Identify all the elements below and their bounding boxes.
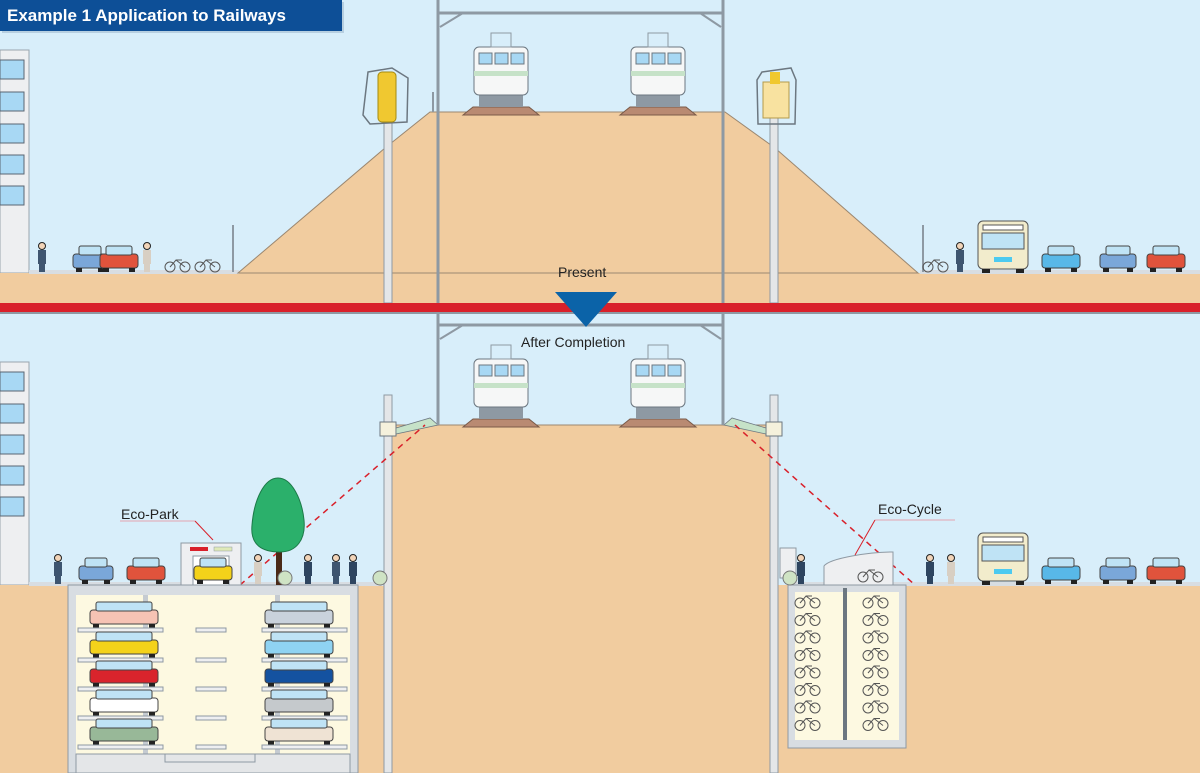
label-present: Present [558,264,607,280]
car-blue-present [72,245,108,272]
car-yellow-entering [193,557,233,584]
tree [251,477,305,585]
person-1-present [38,242,46,272]
parking-shelf [261,627,348,633]
stored-bicycle-right-6 [862,682,889,696]
stored-bicycle-left-6 [794,682,821,696]
eco-park-pointer [194,520,214,541]
retaining-wall-left [383,394,393,773]
eco-cycle-entrance [823,551,894,586]
stored-bicycle-left-7 [794,700,821,714]
car-blue-2-after [1099,557,1137,584]
car-red-2-after [1146,557,1186,584]
person-6-after [797,554,805,584]
eco-cycle-pointer [854,519,876,556]
bicycle-1-present [164,259,191,273]
parked-car-left-3 [89,660,159,687]
stored-bicycle-left-5 [794,665,821,679]
lift-marker [195,657,227,663]
label-eco-cycle: Eco-Cycle [878,501,942,517]
train-left-present [461,32,541,116]
stored-bicycle-right-1 [862,595,889,609]
car-blue-2-present [1099,245,1137,272]
catenary-present [436,0,725,303]
person-8-after [947,554,955,584]
car-red-2-present [1146,245,1186,272]
lift-marker [195,627,227,633]
parked-car-right-2 [264,631,334,658]
bus-present [977,220,1029,273]
parked-car-right-1 [264,601,334,628]
bicycle-2-present [194,259,221,273]
bicycle-entrance [857,569,884,583]
construction-machine-right [756,67,797,304]
stored-bicycle-right-8 [862,717,889,731]
person-7-after [926,554,934,584]
car-light-blue-after [1041,557,1081,584]
stored-bicycle-right-7 [862,700,889,714]
stored-bicycle-left-8 [794,717,821,731]
train-right-after [618,344,698,428]
catenary-after [436,314,725,425]
parked-car-left-2 [89,631,159,658]
parked-car-right-4 [264,689,334,716]
stored-bicycle-left-4 [794,647,821,661]
page-title: Example 1 Application to Railways [0,0,342,31]
stored-bicycle-right-4 [862,647,889,661]
car-blue-after [78,557,114,584]
bicycle-3-present [922,259,949,273]
parked-car-right-3 [264,660,334,687]
planter-3 [782,570,798,586]
person-2-present [143,242,151,272]
original-slope-left [239,424,426,586]
person-3-present [956,242,964,272]
building-left-after [0,361,30,586]
label-after-completion: After Completion [521,334,626,350]
person-4-after [332,554,340,584]
person-1-after [54,554,62,584]
retaining-wall-right [769,394,779,773]
stored-bicycle-right-3 [862,630,889,644]
bus-after [977,532,1029,585]
parked-car-left-4 [89,689,159,716]
train-right-present [618,32,698,116]
stored-bicycle-left-2 [794,612,821,626]
stored-bicycle-left-3 [794,630,821,644]
car-red-after [126,557,166,584]
person-5-after [349,554,357,584]
planter-1 [277,570,293,586]
transition-arrow [555,292,617,327]
parking-shelf [77,627,164,633]
train-left-after [461,344,541,428]
stored-bicycle-right-5 [862,665,889,679]
label-eco-park: Eco-Park [121,506,179,522]
parked-car-right-5 [264,718,334,745]
parked-car-left-5 [89,718,159,745]
person-3-after [304,554,312,584]
construction-machine-left [362,67,409,304]
lift-marker [195,744,227,750]
parked-car-left-1 [89,601,159,628]
lift-marker [195,686,227,692]
planter-2 [372,570,388,586]
car-light-blue-present [1041,245,1081,272]
raised-track-bed [384,425,776,773]
parking-shelf [77,744,164,750]
parking-shelf [261,744,348,750]
stored-bicycle-left-1 [794,595,821,609]
stored-bicycle-right-2 [862,612,889,626]
lift-marker [195,715,227,721]
person-2-after [254,554,262,584]
car-red-present [99,245,139,272]
building-left-present [0,49,30,274]
